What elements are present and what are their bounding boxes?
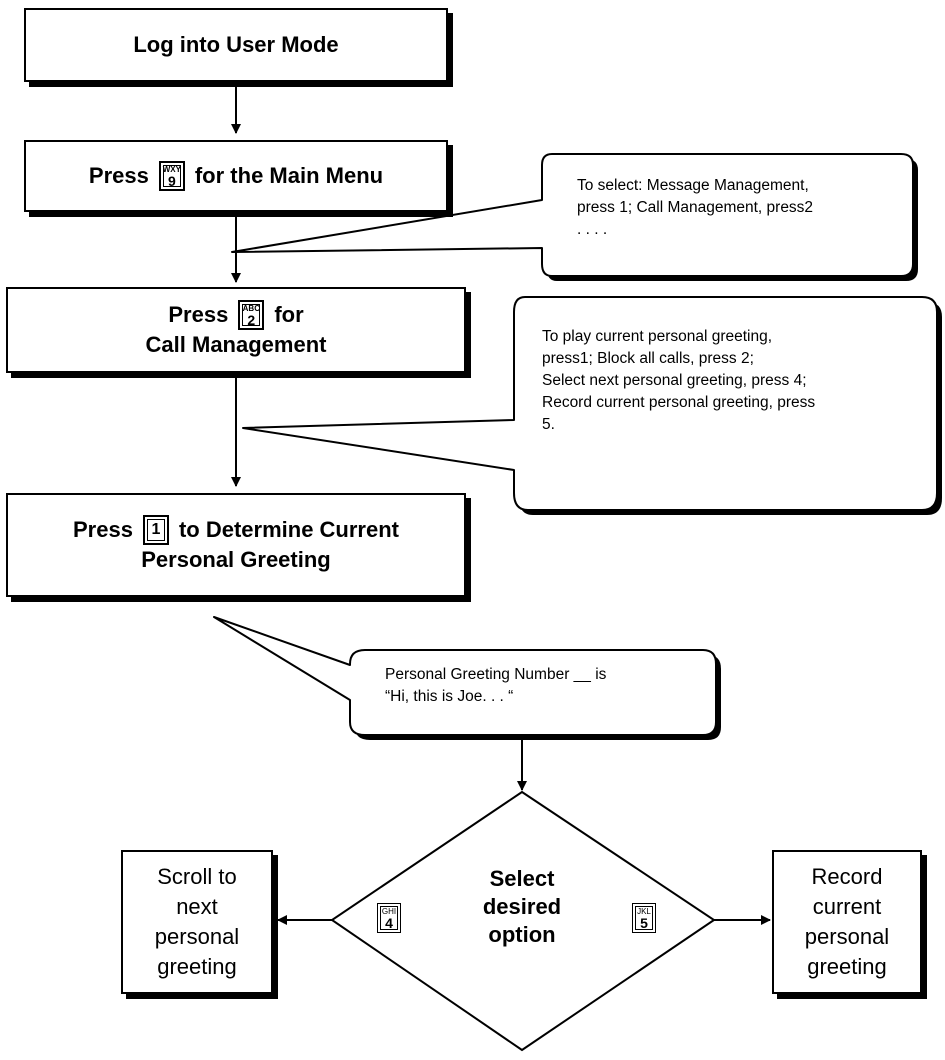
- scroll-next-line: personal: [154, 924, 240, 949]
- callout-call-management-line: Select next personal greeting, press 4;: [542, 372, 807, 389]
- determine-suffix-label: to Determine Current: [178, 517, 399, 542]
- callout-greeting-line: Personal Greeting Number __ is: [385, 666, 607, 683]
- key-5-letters: JKL: [637, 906, 651, 916]
- callout-call-management-line: press1; Block all calls, press 2;: [542, 350, 754, 367]
- decision-line: Select: [489, 866, 555, 891]
- record-current-line: greeting: [807, 954, 887, 979]
- callout-main-menu-line: . . . .: [577, 221, 608, 238]
- record-current-greeting-label: Record current personal greeting: [805, 862, 889, 982]
- determine-line2: Personal Greeting: [141, 547, 331, 572]
- decision-label: Select desired option: [462, 865, 582, 949]
- callout-call-management-shape: [242, 296, 942, 515]
- key-4-digit: 4: [385, 914, 393, 931]
- record-current-line: current: [812, 894, 882, 919]
- determine-greeting-box: Press 1 to Determine Current Personal Gr…: [6, 493, 466, 597]
- scroll-next-greeting-box: Scroll to next personal greeting: [121, 850, 273, 994]
- record-current-greeting-box: Record current personal greeting: [772, 850, 922, 994]
- key-9-digit: 9: [167, 172, 176, 189]
- decision-diamond: [330, 790, 716, 1052]
- scroll-next-line: greeting: [157, 954, 237, 979]
- callout-main-menu-line: press 1; Call Management, press2: [577, 199, 814, 216]
- callout-call-management-line: To play current personal greeting,: [542, 328, 773, 345]
- call-management-line2: Call Management: [145, 332, 327, 357]
- main-menu-press-label: Press: [88, 163, 149, 188]
- key-1-digit: 1: [151, 521, 161, 538]
- main-menu-suffix-label: for the Main Menu: [194, 163, 384, 188]
- scroll-next-line: Scroll to: [157, 864, 237, 889]
- callout-greeting-line: “Hi, this is Joe. . . “: [385, 688, 514, 705]
- record-current-line: Record: [811, 864, 883, 889]
- decision-line: option: [488, 922, 556, 947]
- callout-main-menu-shape: [231, 153, 918, 281]
- call-management-press-label: Press: [168, 302, 229, 327]
- callout-main-menu-line: To select: Message Management,: [577, 177, 809, 194]
- callout-call-management-line: Record current personal greeting, press: [542, 394, 816, 411]
- callout-call-management-line: 5.: [542, 416, 555, 433]
- key-2-letters: ABC: [242, 303, 260, 313]
- record-current-line: personal: [804, 924, 890, 949]
- key-1-icon: 1: [142, 515, 169, 545]
- decision-line: desired: [482, 894, 562, 919]
- scroll-next-line: next: [176, 894, 218, 919]
- determine-press-label: Press: [73, 517, 133, 542]
- callout-call-management-text: To play current personal greeting, press…: [542, 326, 927, 436]
- callout-greeting-shape: [213, 616, 721, 740]
- key-9-letters: WXY: [162, 164, 181, 174]
- callout-greeting-text: Personal Greeting Number __ is “Hi, this…: [385, 664, 705, 708]
- callout-main-menu-text: To select: Message Management, press 1; …: [577, 175, 907, 241]
- key-5-digit: 5: [640, 914, 648, 931]
- login-label: Log into User Mode: [133, 32, 339, 57]
- scroll-next-greeting-label: Scroll to next personal greeting: [155, 862, 239, 982]
- login-box: Log into User Mode: [24, 8, 448, 82]
- key-2-digit: 2: [247, 311, 256, 328]
- determine-greeting-row: Press 1 to Determine Current: [73, 515, 399, 545]
- call-management-for-label: for: [274, 302, 304, 327]
- key-4-letters: GHI: [381, 906, 397, 916]
